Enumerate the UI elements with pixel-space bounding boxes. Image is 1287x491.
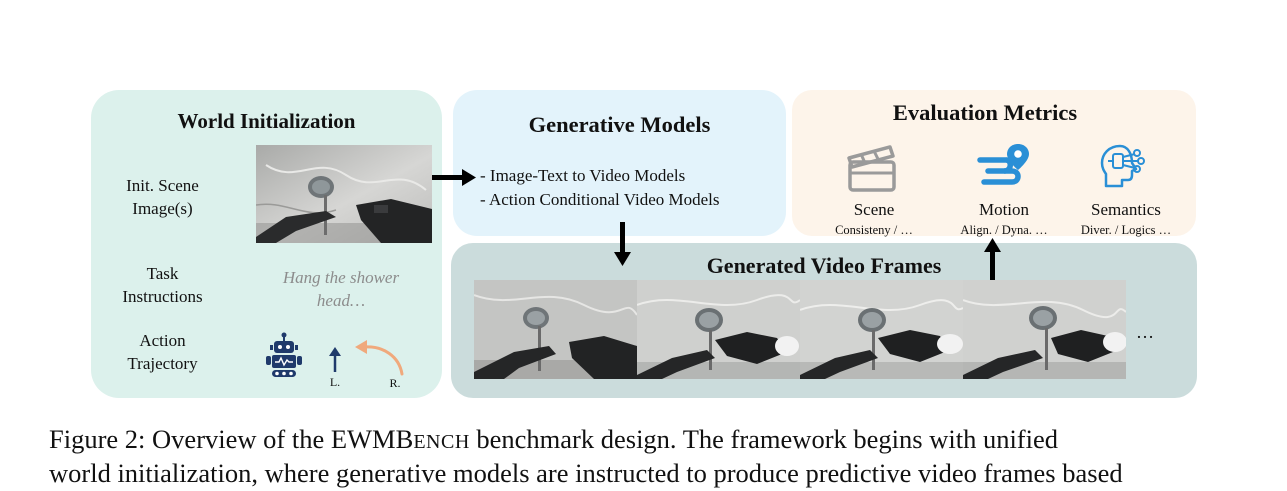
generative-models-list: - Image-Text to Video Models - Action Co… [480, 164, 720, 212]
caption-line-1: Figure 2: Overview of the EWMBENCH bench… [49, 424, 1249, 458]
task-instruction-text: Hang the shower head… [256, 266, 426, 312]
metric-motion-sub: Align. / Dyna. … [960, 223, 1048, 237]
left-arm-arrow-icon [328, 347, 342, 378]
init-scene-label-line1: Init. Scene [126, 176, 199, 195]
metric-scene-sub: Consisteny / … [835, 223, 913, 237]
evaluation-metrics-title: Evaluation Metrics [892, 100, 1078, 125]
generated-frames-title: Generated Video Frames [706, 253, 942, 278]
metric-semantics-sub: Diver. / Logics … [1080, 223, 1172, 237]
brain-head-icon [1098, 142, 1146, 195]
left-arm-label: L. [329, 375, 341, 389]
task-text-line2: head… [316, 291, 366, 310]
arrow-world-to-models [432, 168, 476, 193]
generative-models-title: Generative Models [528, 112, 711, 137]
video-frame-1 [474, 280, 637, 379]
metric-motion-name: Motion [978, 200, 1030, 219]
model-item-image-text: - Image-Text to Video Models [480, 166, 686, 185]
route-pin-icon [974, 142, 1030, 195]
action-trajectory-label: Action Trajectory [100, 329, 225, 375]
video-frame-3 [800, 280, 963, 379]
init-scene-label-line2: Image(s) [132, 199, 193, 218]
metric-scene-name: Scene [853, 200, 895, 219]
caption-line1-a: Figure 2: Overview of the EWMB [49, 424, 414, 454]
arrow-models-to-frames [613, 222, 633, 271]
world-initialization-title: World Initialization [177, 109, 356, 133]
right-arm-arrow-icon [355, 336, 407, 381]
figure-caption: Figure 2: Overview of the EWMBENCH bench… [49, 424, 1249, 489]
task-label-line1: Task [146, 264, 179, 283]
caption-line1-b: benchmark design. The framework begins w… [469, 424, 1059, 454]
video-frame-4 [963, 280, 1126, 379]
caption-line1-smallcaps: ENCH [413, 431, 470, 453]
caption-line-2: world initialization, where generative m… [49, 458, 1123, 488]
action-label-line1: Action [139, 331, 186, 350]
action-label-line2: Trajectory [127, 354, 198, 373]
generative-models-panel [453, 90, 786, 236]
task-text-line1: Hang the shower [282, 268, 400, 287]
arrow-frames-to-metrics [983, 238, 1003, 285]
task-label-line2: Instructions [122, 287, 203, 306]
right-arm-label: R. [389, 376, 401, 390]
init-scene-image [256, 145, 432, 243]
more-frames-ellipsis: … [1136, 322, 1154, 342]
init-scene-label: Init. Scene Image(s) [100, 174, 225, 220]
task-instructions-label: Task Instructions [100, 262, 225, 308]
clapperboard-icon [846, 142, 898, 199]
video-frame-2 [637, 280, 800, 379]
robot-icon [266, 332, 302, 383]
metric-semantics-name: Semantics [1091, 200, 1161, 219]
model-item-action-conditional: - Action Conditional Video Models [480, 190, 720, 209]
world-initialization-panel [91, 90, 442, 398]
